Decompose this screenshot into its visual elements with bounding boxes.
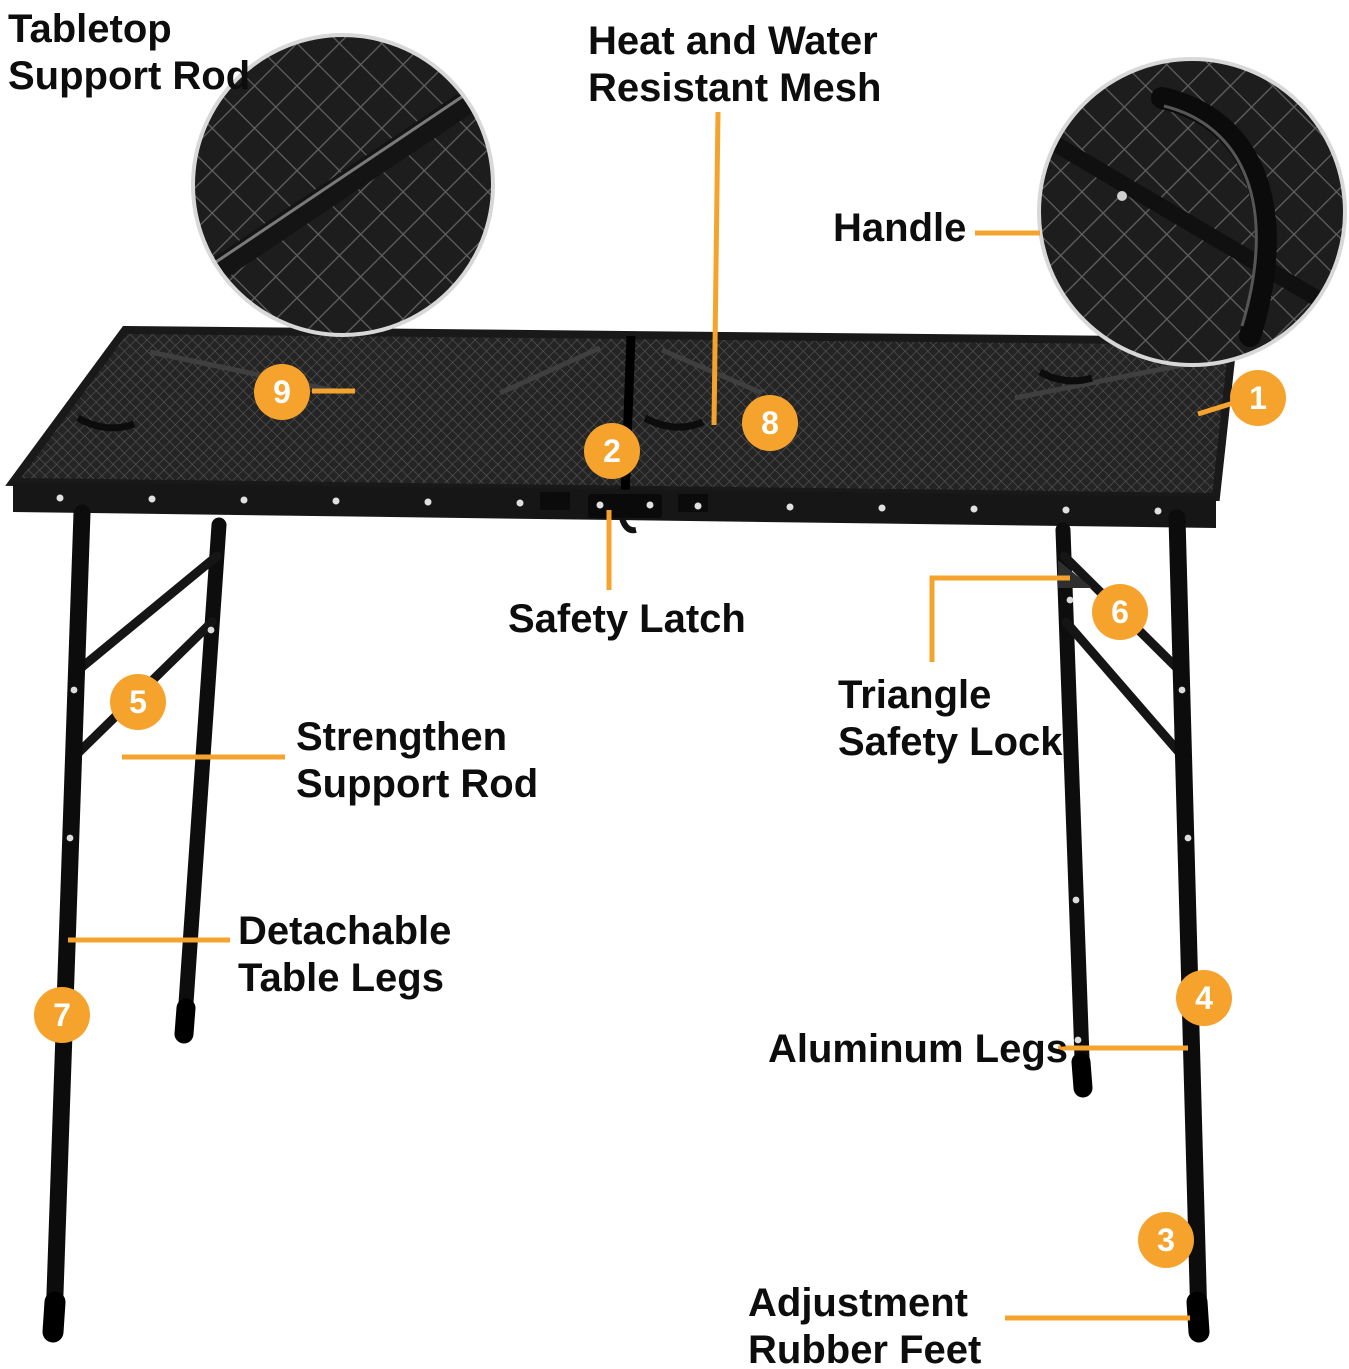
zoom-circle-handle (1037, 57, 1347, 367)
callout-badge-tabletop-rod: 9 (254, 364, 310, 420)
support-rod-left-upper (71, 551, 222, 677)
label-line: Table Legs (238, 956, 444, 1001)
front-rail-rivets (56, 494, 1162, 515)
hinge-plate-right (678, 494, 708, 512)
callout-badge-mesh: 8 (742, 395, 798, 451)
label-line: Tabletop (8, 7, 172, 51)
badge-number: 9 (273, 373, 291, 410)
zoom-left-border (191, 33, 495, 337)
leader-mesh (711, 111, 721, 426)
zoom-right-handle (1151, 87, 1277, 347)
label-safety-latch: Safety Latch (508, 596, 746, 643)
label-line: Heat and Water (588, 19, 878, 63)
leg-bolts (60, 596, 1197, 1044)
label-detachable-table-legs: Detachable Table Legs (238, 908, 451, 1002)
mesh-hook-left (76, 414, 136, 432)
zoom-right-frame-bar (1047, 135, 1335, 313)
tabletop-support-rod-left (149, 349, 346, 396)
rubber-foot-inner-right (1071, 1052, 1093, 1098)
badge-number: 4 (1195, 979, 1213, 1016)
label-handle: Handle (833, 205, 966, 252)
tabletop-support-rod-center-left (498, 345, 602, 396)
badge-number: 5 (129, 683, 147, 720)
strengthen-support-rod-right (1061, 617, 1189, 763)
leader-lines (68, 111, 1244, 1321)
label-line: Support Rod (296, 762, 539, 807)
tabletop-support-rod-right (1014, 357, 1209, 401)
callout-badge-detachable-legs: 7 (34, 987, 90, 1043)
label-adjustment-rubber-feet: Adjustment Rubber Feet (748, 1280, 981, 1369)
label-line: Detachable (238, 909, 452, 953)
label-line: Resistant Mesh (588, 66, 882, 111)
label-line: Triangle (838, 673, 992, 717)
label-triangle-safety-lock: Triangle Safety Lock (838, 672, 1063, 766)
leg-inner-left (176, 517, 227, 1040)
callout-badge-safety-latch: 2 (584, 423, 640, 479)
badge-number: 6 (1111, 593, 1129, 630)
zoom-left-rod-highlight (203, 80, 485, 272)
label-line: Adjustment (748, 1281, 968, 1325)
triangle-safety-lock-bracket (1058, 560, 1092, 588)
tabletop-support-rod-center-right (661, 347, 763, 396)
zoom-right-handle-highlight (1163, 104, 1258, 327)
zoom-right-border (1037, 57, 1347, 367)
mesh-hook-right (1038, 368, 1094, 385)
leg-front-right (1168, 509, 1208, 1331)
label-line: Strengthen (296, 715, 508, 759)
label-line: Handle (833, 206, 967, 250)
zoom-left-rod (196, 76, 493, 288)
leader-triangle-lock (929, 575, 1070, 662)
label-line: Safety Lock (838, 720, 1063, 765)
tabletop (5, 325, 1238, 534)
label-heat-resistant-mesh: Heat and Water Resistant Mesh (588, 18, 881, 112)
mesh-hook-center (643, 414, 705, 431)
label-line: Safety Latch (508, 597, 746, 641)
label-tabletop-support-rod: Tabletop Support Rod (8, 6, 250, 100)
leg-front-left (45, 504, 91, 1331)
rubber-foot-inner-left (174, 998, 196, 1044)
badge-number: 7 (53, 996, 71, 1033)
label-line: Support Rod (8, 54, 251, 99)
callout-badge-aluminum-legs: 4 (1176, 970, 1232, 1026)
zoom-right-bolt (1117, 191, 1127, 201)
label-line: Rubber Feet (748, 1328, 982, 1369)
callout-badge-handle: 1 (1230, 370, 1286, 426)
safety-latch-hook (619, 517, 637, 534)
hinge-plate-left (540, 492, 570, 510)
callout-badge-triangle-lock: 6 (1092, 584, 1148, 640)
label-line: Aluminum Legs (768, 1027, 1069, 1071)
badge-number: 2 (603, 432, 621, 469)
label-strengthen-support-rod: Strengthen Support Rod (296, 714, 538, 808)
badge-number: 3 (1157, 1221, 1175, 1258)
label-aluminum-legs: Aluminum Legs (768, 1026, 1068, 1073)
zoom-circle-support-rod (191, 33, 495, 337)
callout-badge-rubber-feet: 3 (1138, 1212, 1194, 1268)
callout-badge-strengthen-rod: 5 (110, 674, 166, 730)
leg-inner-right (1055, 522, 1091, 1094)
rubber-foot-front-left (42, 1291, 66, 1343)
badge-number: 8 (761, 404, 779, 441)
rubber-foot-front-right (1186, 1291, 1210, 1343)
badge-number: 1 (1249, 379, 1267, 416)
